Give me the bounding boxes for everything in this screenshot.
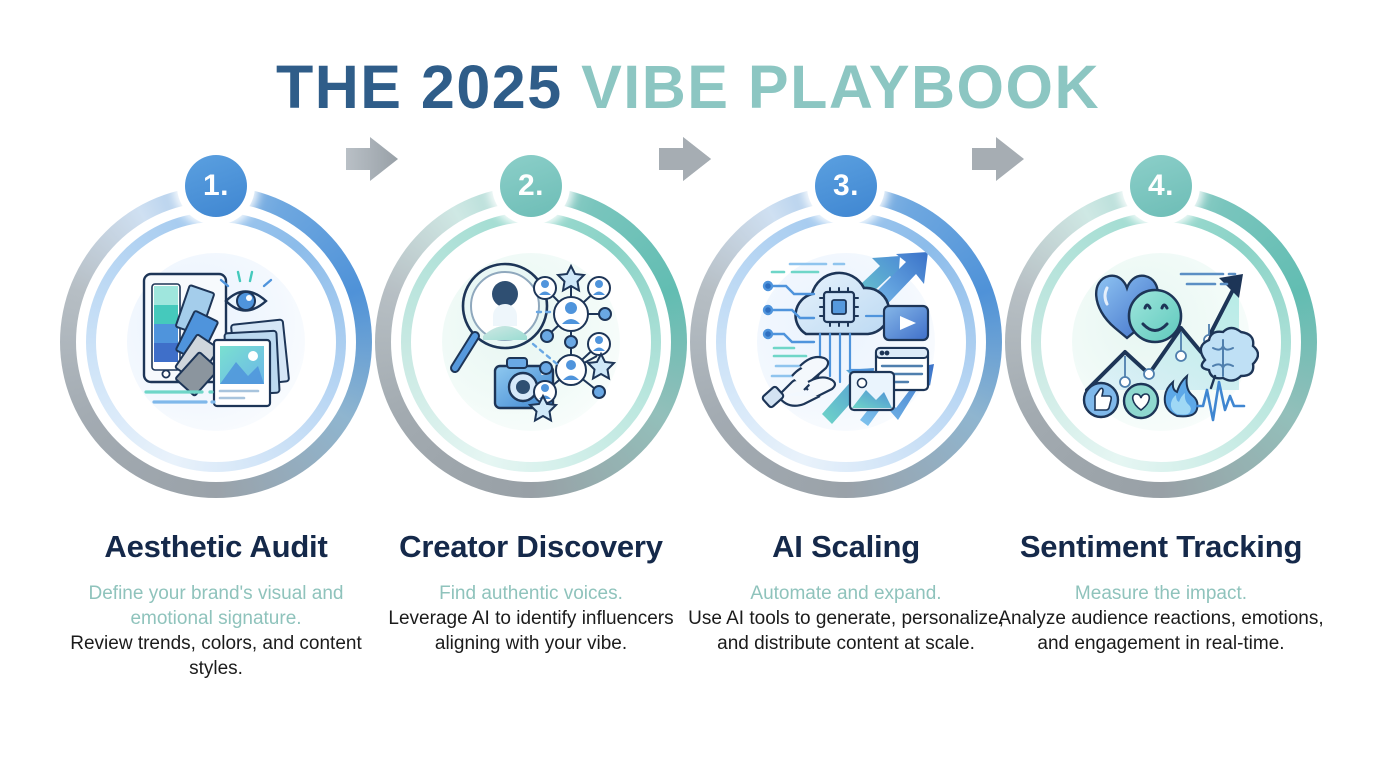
swatch-fan-icon: [174, 284, 220, 397]
arrow-1-to-2: [340, 126, 406, 192]
step-2-text: Creator Discovery Find authentic voices.…: [365, 529, 697, 657]
color-palette-icon: [154, 286, 178, 362]
step-4-description: Analyze audience reactions, emotions, an…: [998, 607, 1324, 655]
sentiment-tracking-icon-group: [1082, 272, 1259, 422]
step-2-badge: 2.: [492, 147, 570, 225]
step-4-circle: 4.: [1005, 147, 1317, 498]
step-2-circle: 2.: [375, 147, 687, 498]
step-2[interactable]: 2. Creator Discovery Find authentic voic…: [375, 147, 687, 738]
step-4-subtitle: Measure the impact.: [1074, 582, 1248, 604]
step-4-icon-disc: [1041, 222, 1281, 462]
fire-icon: [1163, 373, 1199, 418]
step-4-badge: 4.: [1122, 147, 1200, 225]
step-3-title: AI Scaling: [772, 529, 920, 564]
image-card-icon: [848, 370, 896, 412]
step-3-badge: 3.: [807, 147, 885, 225]
star-icon: [527, 263, 617, 423]
cpu-chip-icon: [819, 287, 859, 327]
page-title: THE 2025 VIBE PLAYBOOK: [0, 52, 1376, 122]
step-3-description: Use AI tools to generate, personalize, a…: [688, 607, 1004, 655]
step-4[interactable]: 4. Sentiment Tracking Measure the impact…: [998, 147, 1324, 738]
title-part-one: THE 2025: [275, 53, 582, 121]
smiley-icon: [1127, 288, 1183, 344]
step-3-circle: 3.: [690, 147, 1002, 498]
arrow-2-to-3: [653, 126, 719, 192]
heart-badge-icon: [1122, 382, 1160, 420]
creator-discovery-icon-group: [450, 262, 617, 423]
pulse-wave-icon: [1195, 380, 1246, 422]
steps-row: 1. Aesthetic Audit Define your brand's v…: [0, 147, 1376, 738]
aesthetic-audit-icon-group: [142, 270, 290, 408]
eye-icon: [219, 270, 273, 312]
data-marker-icons: [1119, 324, 1215, 388]
step-1-circle: 1.: [60, 147, 372, 498]
step-3[interactable]: 3. AI Scaling Automate and expand. Use A…: [688, 147, 1004, 738]
step-3-icon-disc: [726, 222, 966, 462]
step-1-icon-disc: [96, 222, 336, 462]
step-4-number: 4.: [1130, 155, 1192, 217]
step-1-description: Review trends, colors, and content style…: [70, 632, 362, 680]
person-icon: [483, 281, 527, 340]
step-3-subtitle: Automate and expand.: [750, 582, 942, 604]
ai-scaling-icon-group: [761, 252, 934, 426]
step-3-number: 3.: [815, 155, 877, 217]
magnifying-glass-icon: [450, 262, 549, 373]
arrow-3-to-4: [966, 126, 1032, 192]
step-2-subtitle: Find authentic voices.: [439, 582, 623, 604]
step-2-icon-disc: [411, 222, 651, 462]
thumbs-up-icon: [1082, 381, 1120, 419]
step-1-title: Aesthetic Audit: [104, 529, 328, 564]
step-1[interactable]: 1. Aesthetic Audit Define your brand's v…: [60, 147, 372, 738]
connection-dashes-icon: [531, 310, 559, 366]
step-2-description: Leverage AI to identify influencers alig…: [388, 607, 674, 655]
video-player-icon: [882, 304, 930, 342]
step-1-number: 1.: [185, 155, 247, 217]
network-avatar-icons: [539, 280, 605, 399]
photo-stack-icon: [212, 318, 290, 408]
step-1-text: Aesthetic Audit Define your brand's visu…: [50, 529, 382, 682]
step-1-badge: 1.: [177, 147, 255, 225]
circuit-lines-icon: [762, 262, 846, 378]
step-3-text: AI Scaling Automate and expand. Use AI t…: [680, 529, 1012, 657]
step-2-title: Creator Discovery: [399, 529, 663, 564]
brain-icon: [1199, 326, 1259, 390]
step-2-number: 2.: [500, 155, 562, 217]
robot-hand-icon: [761, 355, 837, 409]
stat-lines-icon: [1179, 272, 1237, 286]
step-4-text: Sentiment Tracking Measure the impact. A…: [995, 529, 1327, 657]
title-part-two: VIBE PLAYBOOK: [581, 53, 1101, 121]
step-1-subtitle: Define your brand's visual and emotional…: [88, 582, 344, 629]
speed-lines-icon: [144, 390, 216, 404]
step-4-title: Sentiment Tracking: [1019, 529, 1303, 564]
